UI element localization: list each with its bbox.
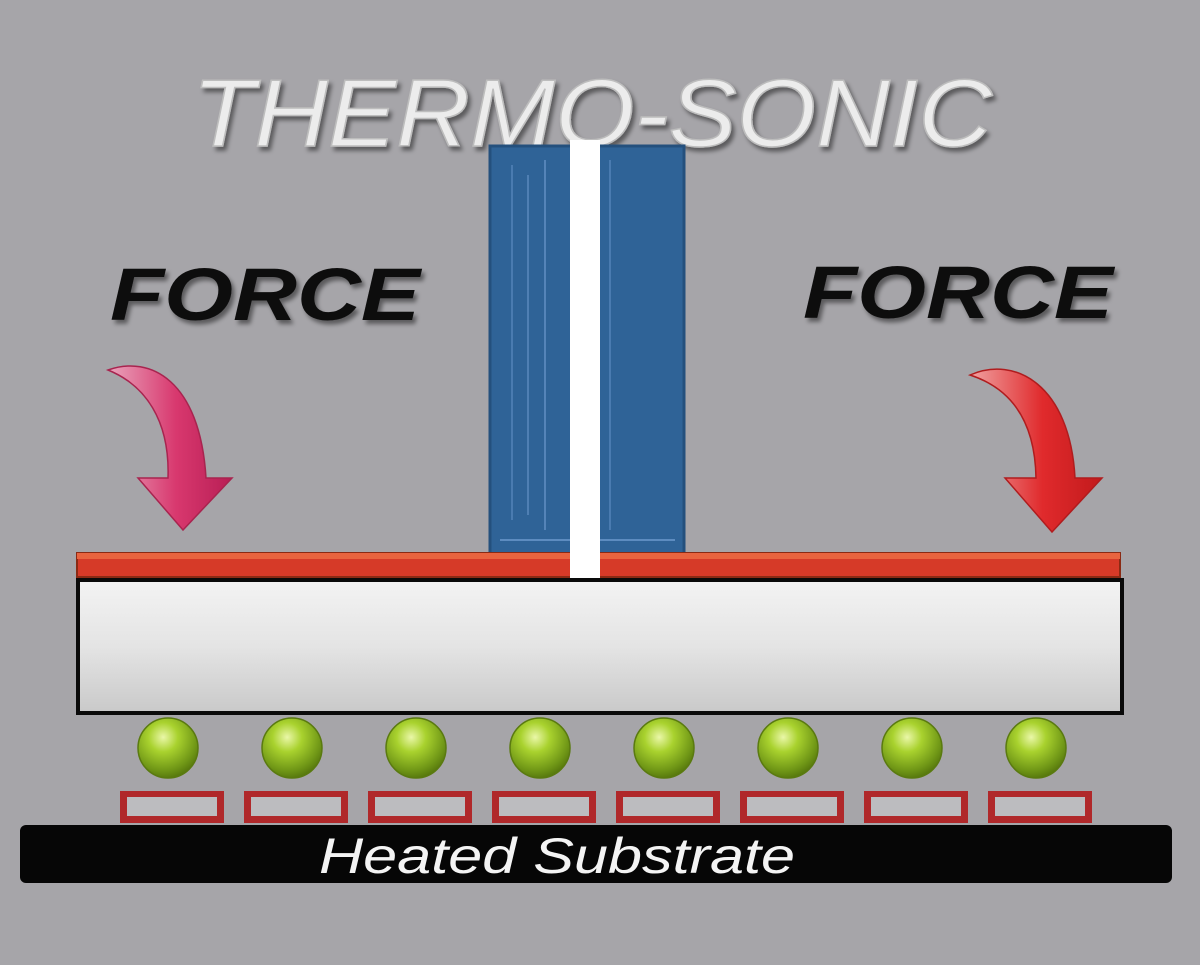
solder-ball-icon [509,717,571,779]
substrate-pad-inner [995,797,1085,816]
substrate-pad-inner [871,797,961,816]
force-left-arrow-icon [105,365,234,532]
bonding-tool-center-slot-tip [570,548,600,578]
die-body [76,578,1124,715]
diagram-title: THERMO-SONIC [192,60,993,167]
solder-ball-icon [757,717,819,779]
solder-ball-icon [633,717,695,779]
solder-ball-icon [137,717,199,779]
bonding-tool [488,140,686,578]
force-right-label: FORCE [803,251,1116,334]
substrate-pad-inner [375,797,465,816]
substrate-label: Heated Substrate [319,828,795,884]
solder-ball-icon [1005,717,1067,779]
solder-ball-icon [385,717,447,779]
substrate-pad-inner [623,797,713,816]
substrate-pad-row [120,791,1092,823]
solder-ball-row [137,717,1067,779]
force-right-arrow-icon [967,368,1104,534]
substrate-pad-inner [251,797,341,816]
substrate-pad-inner [747,797,837,816]
substrate-pad-inner [127,797,217,816]
force-left-label: FORCE [110,253,423,336]
substrate-pad-inner [499,797,589,816]
heated-substrate [20,825,1172,883]
solder-ball-icon [261,717,323,779]
bonding-tool-center-slot [570,140,600,578]
solder-ball-icon [881,717,943,779]
